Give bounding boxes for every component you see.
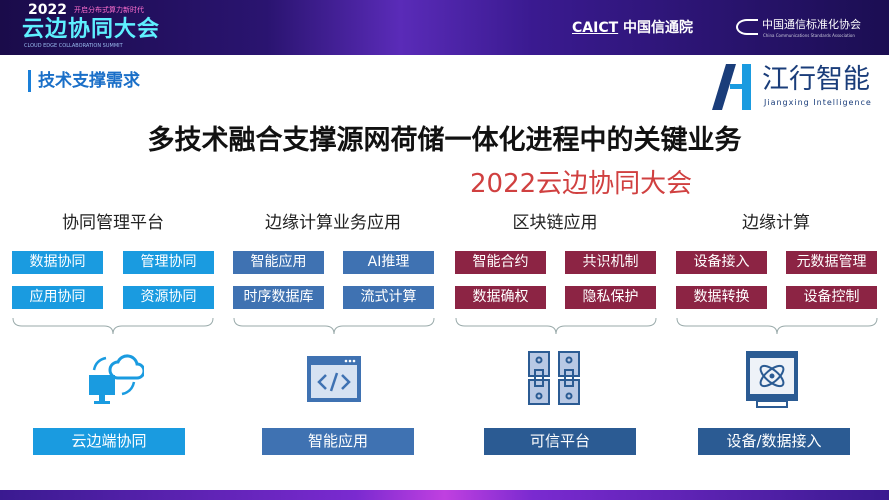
jiangxing-logo-icon [712,64,751,110]
column-heading: 边缘计算 [742,213,810,233]
chip: 设备接入 [676,251,767,274]
brace-divider [455,317,657,335]
chip: 共识机制 [565,251,656,274]
category-label: 云边端协同 [33,428,185,455]
event-name: 云边协同大会 [22,17,161,42]
event-slogan: 开启分布式算力新时代 [74,6,144,14]
chip: 数据转换 [676,286,767,309]
logo-en: Jiangxing Intelligence [764,98,872,107]
ccsa-name: 中国通信标准化协会 [762,18,861,31]
chip: 元数据管理 [786,251,877,274]
event-en: CLOUD EDGE COLLABORATION SUMMIT [24,43,123,49]
chip: 智能应用 [233,251,324,274]
ccsa-en: China Communications Standards Associati… [763,33,855,38]
column-heading: 边缘计算业务应用 [265,213,401,233]
chip: 管理协同 [123,251,214,274]
device-atom-icon [746,351,798,408]
column-heading: 区块链应用 [512,213,598,233]
category-label: 智能应用 [262,428,414,455]
category-label: 可信平台 [484,428,636,455]
brace-divider [12,317,214,335]
page-title: 多技术融合支撑源网荷储一体化进程中的关键业务 [147,125,742,156]
watermark: 2022云边协同大会 [470,169,693,199]
chip: 时序数据库 [233,286,324,309]
category-label: 设备/数据接入 [698,428,850,455]
chip: 资源协同 [123,286,214,309]
code-window-icon [307,356,361,402]
chip: 应用协同 [12,286,103,309]
column-heading: 协同管理平台 [62,213,164,233]
logo-name: 江行智能 [762,64,870,95]
chip: 设备控制 [786,286,877,309]
blockchain-icon [528,351,580,405]
ccsa-logo-icon [736,19,758,35]
chip: 数据确权 [455,286,546,309]
cloud-sync-icon [89,354,144,404]
section-title: 技术支撑需求 [28,70,140,92]
chip: 流式计算 [343,286,434,309]
footer-strip [0,490,889,500]
brace-divider [233,317,435,335]
chip: 智能合约 [455,251,546,274]
brace-divider [676,317,878,335]
event-year: 2022 [28,2,67,18]
caict-logo: CAICT 中国信通院 [572,20,694,36]
chip: AI推理 [343,251,434,274]
chip: 隐私保护 [565,286,656,309]
chip: 数据协同 [12,251,103,274]
